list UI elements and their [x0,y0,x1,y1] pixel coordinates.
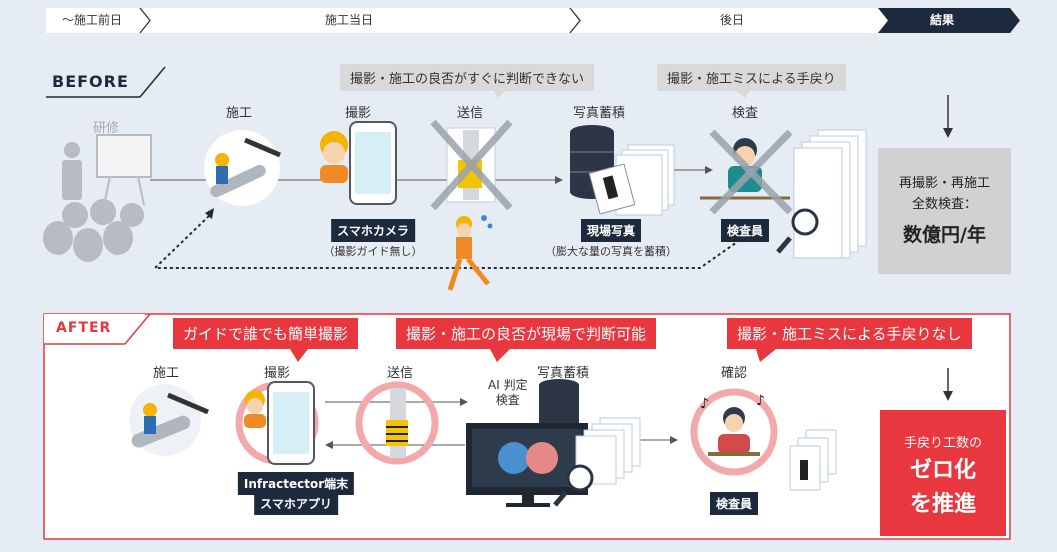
phase-before-day: 〜施工前日 [62,8,122,33]
after-result-line3: を推進 [880,486,1006,518]
step-construction: 施工 [226,102,252,121]
site-photo-note: （膨大な量の写真を蓄積） [545,243,677,259]
send-crossed-illustration [433,122,510,208]
after-callout-2: 撮影・施工の良否が現場で判断可能 [396,318,656,349]
step-send: 送信 [457,102,483,121]
after-step-confirm: 確認 [721,362,747,381]
after-tag: AFTER [56,320,111,336]
before-tag: BEFORE [52,72,129,91]
running-worker-illustration [450,215,493,290]
timeline-bar [46,8,1020,33]
svg-text:♪: ♪ [700,396,709,412]
camera-tag: スマホカメラ [331,219,415,242]
after-result-line2: ゼロ化 [880,452,1006,484]
phase-result: 結果 [930,8,954,33]
step-photo: 撮影 [345,102,371,121]
after-inspector-tag: 検査員 [710,492,758,515]
phase-construction-day: 施工当日 [325,8,373,33]
after-step-ai: AI 判定 検査 [488,378,528,408]
step-storage: 写真蓄積 [573,102,625,121]
before-result-line2: 全数検査： [878,193,1011,212]
after-step-send: 送信 [387,362,413,381]
worker-illustration [204,130,280,206]
after-result-line1: 手戻り工数の [880,432,1006,451]
after-step-storage: 写真蓄積 [537,362,589,381]
step-inspect: 検査 [732,102,758,121]
camera-note: （撮影ガイド無し） [324,243,423,259]
app-tag-line2: スマホアプリ [254,492,338,515]
before-callout-1: 撮影・施工の良否がすぐに判断できない [340,64,594,91]
after-callout-1: ガイドで誰でも簡単撮影 [173,318,358,349]
before-callout-2: 撮影・施工ミスによる手戻り [657,64,846,91]
photographer-illustration [320,122,396,204]
site-photo-tag: 現場写真 [581,219,641,242]
step-training: 研修 [93,117,119,136]
svg-text:♪: ♪ [756,393,765,409]
after-photographer-illustration [239,382,315,464]
after-step-construction: 施工 [153,362,179,381]
before-result-line1: 再撮影・再施工 [878,172,1011,191]
phase-later: 後日 [720,8,744,33]
after-step-photo: 撮影 [264,362,290,381]
inspector-tag: 検査員 [721,219,769,242]
before-result-line3: 数億円/年 [878,220,1011,247]
database-illustration [570,125,674,215]
after-callout-3: 撮影・施工ミスによる手戻りなし [727,318,972,349]
training-illustration [43,135,151,262]
